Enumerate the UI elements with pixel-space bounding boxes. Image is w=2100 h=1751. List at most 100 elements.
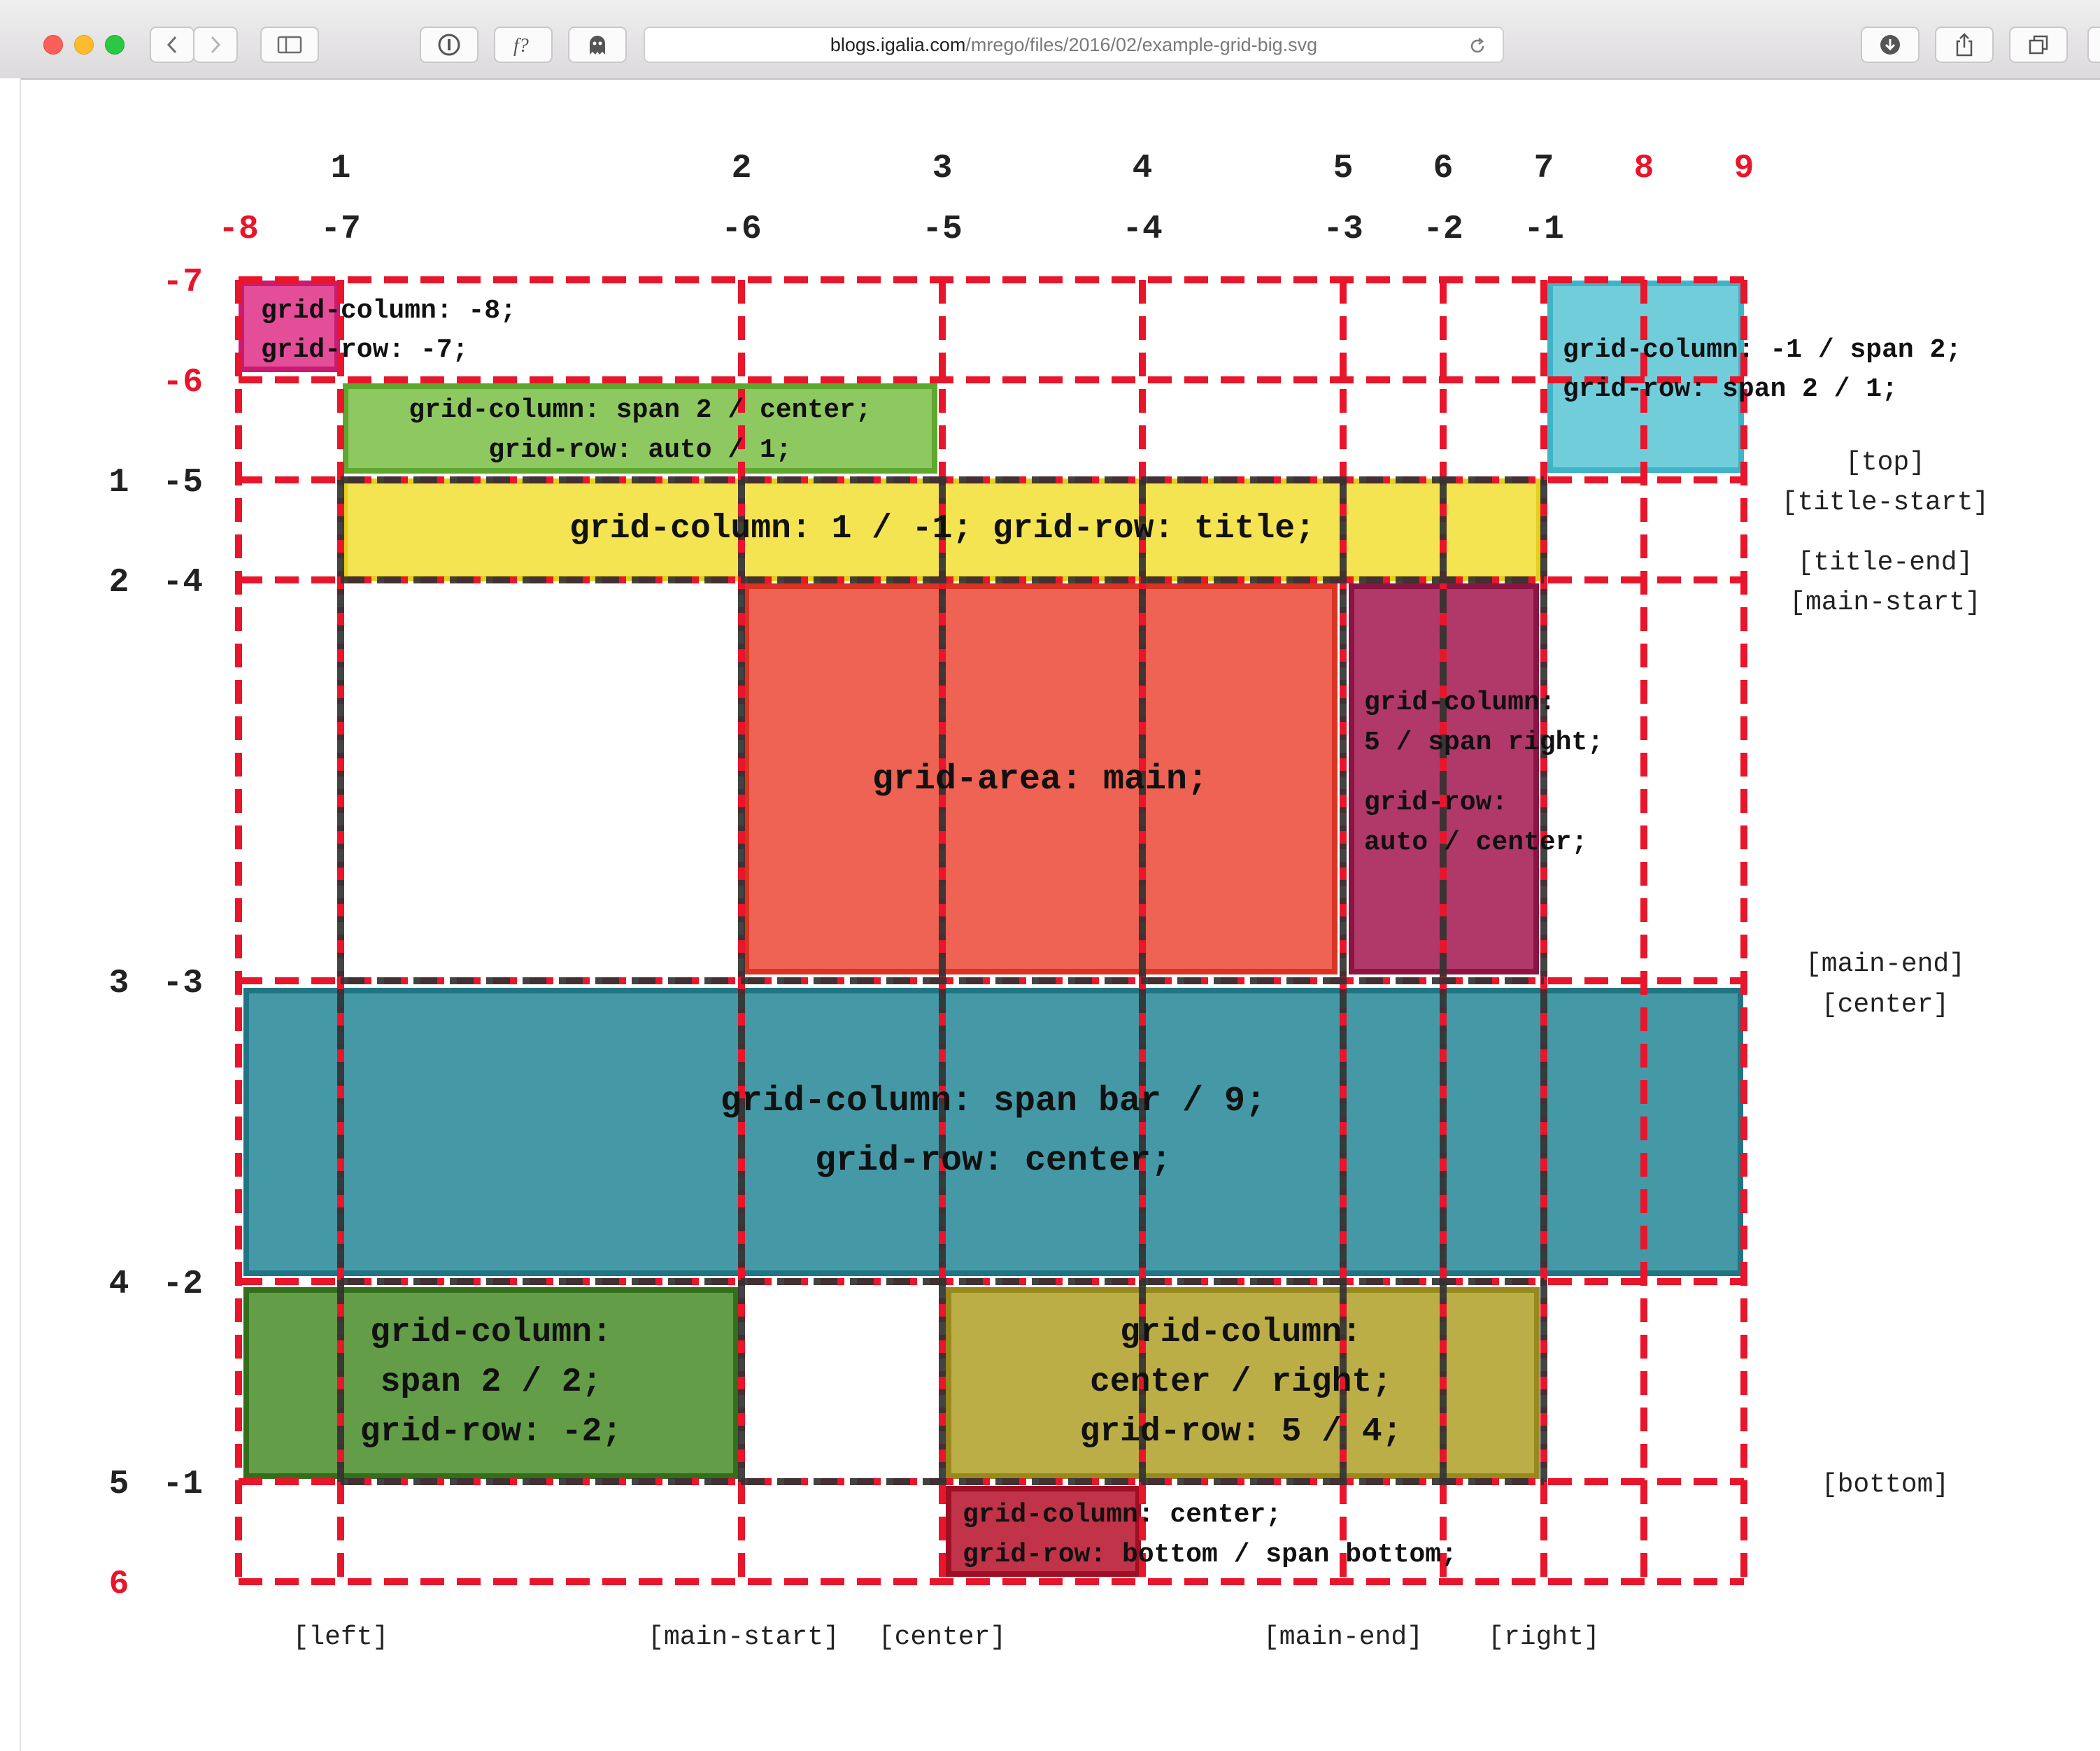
zoom-window-button[interactable]: [105, 35, 125, 55]
row-line-name: [title-start]: [1782, 488, 1989, 518]
row-number-positive: 4: [109, 1266, 129, 1303]
column-number-positive: 3: [932, 150, 953, 187]
item-purple-label: grid-row:: [1364, 788, 1507, 818]
font-f-question-icon: f?: [513, 35, 529, 57]
reload-icon[interactable]: [1468, 36, 1487, 56]
row-number-negative: -7: [162, 264, 203, 302]
column-line-name: [right]: [1488, 1622, 1600, 1652]
item-teal-box: [243, 988, 1743, 1276]
grid-diagram: grid-column: -8; grid-row: -7; grid-column…: [109, 150, 1989, 1652]
item-darkgreen-box: [243, 1287, 739, 1479]
item-crimson-box: [946, 1486, 1141, 1577]
column-line-name: [main-end]: [1263, 1622, 1423, 1652]
download-icon: [1880, 35, 1900, 55]
toolbar-overflow-edge: [2087, 27, 2100, 63]
row-number-negative: -5: [162, 464, 203, 502]
column-line-name: [main-start]: [648, 1622, 839, 1652]
column-number-positive: 6: [1433, 150, 1454, 187]
row-number-negative: -4: [162, 564, 203, 602]
item-pink-label: grid-row: -7;: [261, 335, 468, 365]
row-number-positive: 6: [109, 1566, 129, 1603]
column-number-negative: -8: [218, 211, 259, 248]
chevron-right-icon: [211, 36, 221, 54]
extension-ghostery-button[interactable]: [568, 27, 627, 63]
item-purple-label: auto / center;: [1364, 828, 1587, 858]
row-number-positive: 5: [109, 1466, 129, 1503]
row-number-positive: 2: [109, 564, 129, 602]
svg-text:f?: f?: [513, 35, 529, 57]
row-line-name: [main-end]: [1805, 949, 1965, 979]
sidebar-icon: [277, 36, 302, 54]
column-line-name: [left]: [293, 1622, 389, 1652]
tabs-overview-button[interactable]: [2009, 27, 2068, 63]
extension-fonts-button[interactable]: f?: [494, 27, 553, 63]
column-number-negative: -5: [922, 211, 963, 248]
row-line-name: [title-end]: [1798, 548, 1973, 578]
address-bar[interactable]: blogs.igalia.com/mrego/files/2016/02/exa…: [644, 27, 1504, 63]
column-number-positive: 2: [732, 150, 752, 187]
item-olive-label: grid-row: 5 / 4;: [1080, 1413, 1403, 1451]
chevron-left-icon: [166, 36, 177, 54]
column-number-negative: -7: [320, 211, 361, 248]
column-number-negative: -3: [1323, 211, 1363, 248]
item-cyan-label: grid-row: span 2 / 1;: [1563, 374, 1898, 404]
column-number-negative: -4: [1122, 211, 1163, 248]
ghost-icon: [590, 36, 605, 55]
column-number-positive: 5: [1333, 150, 1354, 187]
forward-button[interactable]: [193, 27, 238, 63]
column-number-positive: 1: [331, 150, 351, 187]
sidebar-button[interactable]: [260, 27, 319, 63]
item-purple-label: grid-column:: [1364, 688, 1556, 718]
extension-1password-button[interactable]: [420, 27, 478, 63]
item-darkgreen-label: grid-row: -2;: [360, 1413, 622, 1451]
item-lightgreen-label: grid-column: span 2 / center;: [409, 395, 871, 425]
column-number-positive: 7: [1534, 150, 1554, 187]
item-cyan-label: grid-column: -1 / span 2;: [1563, 335, 1961, 365]
item-yellow-label: grid-column: 1 / -1; grid-row: title;: [569, 510, 1315, 548]
column-number-positive: 4: [1133, 150, 1153, 187]
row-number-positive: 1: [109, 464, 129, 502]
item-teal-label: grid-row: center;: [815, 1141, 1172, 1181]
item-lightgreen-box: [343, 383, 937, 474]
tabs-icon: [2029, 35, 2048, 55]
item-darkgreen-label: span 2 / 2;: [381, 1363, 602, 1401]
window-left-edge: [0, 78, 21, 1751]
row-line-name: [main-start]: [1789, 588, 1981, 618]
item-main-box: [744, 583, 1338, 974]
column-number-positive: 8: [1634, 150, 1654, 187]
row-number-negative: -6: [162, 364, 203, 402]
row-number-negative: -1: [162, 1466, 203, 1503]
column-number-negative: -2: [1423, 211, 1463, 248]
column-number-negative: -6: [721, 211, 762, 248]
url-host: blogs.igalia.com: [830, 34, 966, 55]
item-olive-box: [946, 1287, 1540, 1479]
row-number-positive: 3: [109, 965, 129, 1002]
share-icon: [1956, 33, 1973, 57]
column-number-positive: 9: [1734, 150, 1754, 187]
row-line-name: [bottom]: [1822, 1470, 1949, 1500]
row-number-negative: -2: [162, 1266, 203, 1303]
row-number-negative: -3: [162, 965, 203, 1002]
item-lightgreen-label: grid-row: auto / 1;: [488, 435, 791, 465]
browser-toolbar: f? blogs.igalia.com/mrego/files/2016/02/…: [0, 0, 2100, 80]
item-purple-label: 5 / span right;: [1364, 728, 1603, 758]
close-window-button[interactable]: [43, 35, 63, 55]
item-olive-label: grid-column:: [1120, 1314, 1362, 1352]
item-main-label: grid-area: main;: [872, 760, 1208, 800]
url-path: /mrego/files/2016/02/example-grid-big.sv…: [965, 34, 1318, 55]
item-olive-label: center / right;: [1090, 1363, 1392, 1401]
row-line-name: [top]: [1845, 448, 1925, 478]
downloads-button[interactable]: [1861, 27, 1920, 63]
row-line-name: [center]: [1822, 990, 1949, 1020]
minimize-window-button[interactable]: [74, 35, 94, 55]
page-content: grid-column: -8; grid-row: -7; grid-column…: [20, 80, 2100, 1751]
back-button[interactable]: [150, 27, 194, 63]
item-teal-label: grid-column: span bar / 9;: [721, 1082, 1266, 1121]
share-button[interactable]: [1935, 27, 1994, 63]
item-crimson-label: grid-row: bottom / span bottom;: [963, 1540, 1457, 1570]
item-darkgreen-label: grid-column:: [370, 1314, 612, 1352]
item-pink-box: [239, 281, 340, 372]
item-crimson-label: grid-column: center;: [963, 1500, 1282, 1530]
item-pink-label: grid-column: -8;: [261, 296, 516, 326]
